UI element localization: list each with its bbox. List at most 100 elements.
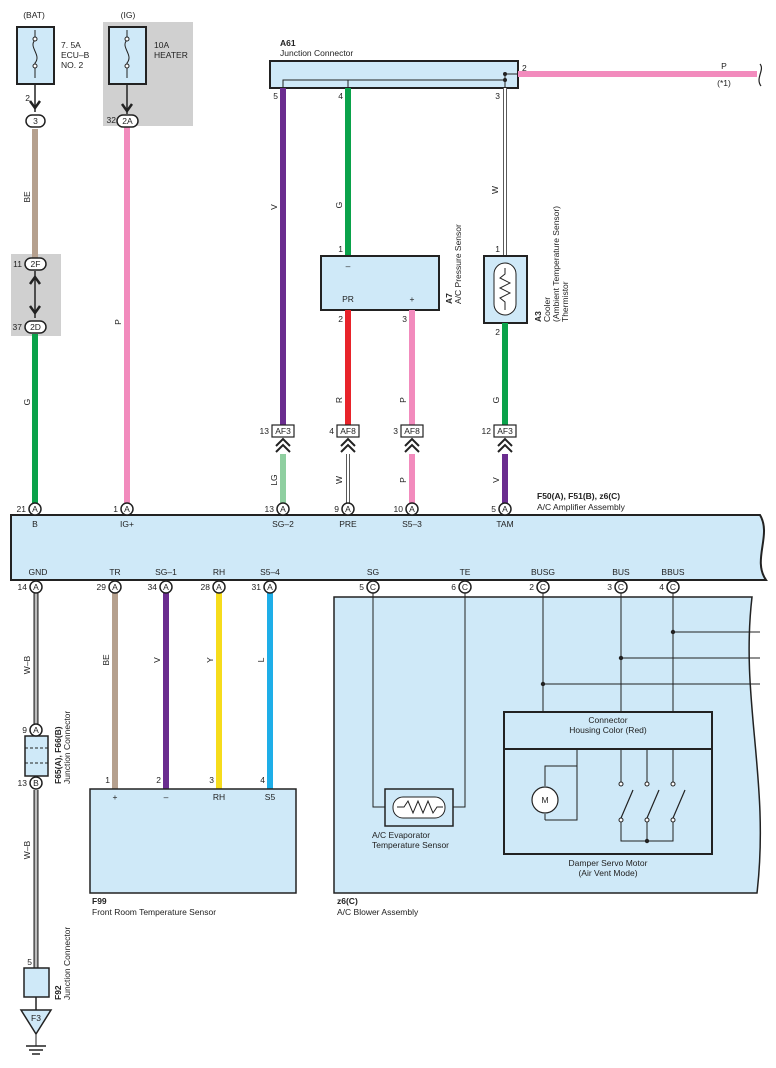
amp-bconn-c-5: C [670, 582, 676, 592]
f65-pin13: 13 [18, 778, 28, 788]
f92-pin5: 5 [27, 957, 32, 967]
a3-name2: (Ambient Temperature Sensor) [551, 206, 561, 322]
a61-name: Junction Connector [280, 48, 353, 58]
wire-label-wb-2: W–B [22, 840, 32, 859]
servo-label2: (Air Vent Mode) [578, 868, 637, 878]
ground-f3-label: F3 [31, 1013, 41, 1023]
a61-junction-box [269, 60, 519, 89]
amp-bconn-a-3: A [163, 582, 169, 592]
connector-2f [24, 257, 47, 271]
amp-bpin-6: 6 [451, 582, 456, 592]
wire-label-p-s53: P [398, 477, 408, 483]
chevron-4 [28, 305, 42, 316]
amp-bconn-c-3: C [540, 582, 546, 592]
amp-term-s53: S5–3 [402, 519, 422, 529]
amp-bconn-a-2: A [112, 582, 118, 592]
wire-label-p-out: P [721, 61, 727, 71]
amp-term-pre: PRE [339, 519, 357, 529]
wire-te-evap [453, 593, 466, 808]
fuse1-name2: NO. 2 [61, 60, 83, 70]
damper-servo-box [503, 711, 713, 855]
f99-pin4: 4 [260, 775, 265, 785]
evap-label1: A/C Evaporator [372, 830, 430, 840]
amp-top-pin-1: 1 [113, 504, 118, 514]
ground-icon [26, 1045, 46, 1055]
wire-label-wb-1: W–B [22, 655, 32, 674]
amp-bconn-a-5: A [267, 582, 273, 592]
amp-term-te: TE [460, 567, 471, 577]
f99-id: F99 [92, 896, 107, 906]
chevron-3 [28, 274, 42, 285]
amp-bconn-a-1: A [33, 582, 39, 592]
wire-sg-evap [372, 593, 385, 808]
fuse1-rating: 7. 5A [61, 40, 81, 50]
wire-label-y: Y [205, 657, 215, 663]
amp-bpin-5: 5 [359, 582, 364, 592]
amp-bpin-31: 31 [252, 582, 262, 592]
amplifier-assembly [10, 514, 768, 581]
servo-internals [544, 749, 686, 844]
a61-pin4: 4 [338, 91, 343, 101]
amp-term-tam: TAM [496, 519, 513, 529]
chevron-1 [28, 100, 42, 111]
amp-term-s54: S5–4 [260, 567, 280, 577]
a7-term-minus: – [346, 261, 351, 271]
ground-f3-triangle [19, 1009, 53, 1036]
fuse1-name: ECU–B [61, 50, 90, 60]
conn-label1: Connector [588, 715, 627, 725]
connector-2d [24, 320, 47, 334]
amp-bpin-2: 2 [529, 582, 534, 592]
amp-top-pin-13: 13 [265, 504, 275, 514]
z6-name: A/C Blower Assembly [337, 907, 419, 917]
wire-label-v-sg1: V [152, 657, 162, 663]
amp-top-pin-10: 10 [394, 504, 404, 514]
amp-term-sg2: SG–2 [272, 519, 294, 529]
a7-pin1: 1 [338, 244, 343, 254]
amp-term-busg: BUSG [531, 567, 555, 577]
a61-pin3: 3 [495, 91, 500, 101]
servo-label1: Damper Servo Motor [569, 858, 648, 868]
motor-symbol: M [541, 795, 548, 805]
f65-conn-a-label: A [33, 725, 39, 735]
amp-term-b: B [32, 519, 38, 529]
amp-bottom-pins [29, 580, 680, 594]
a7-id: A7 [444, 293, 454, 304]
f99-pin1: 1 [105, 775, 110, 785]
a3-name3: Thermistor [560, 281, 570, 322]
wire-label-lg: LG [269, 474, 279, 485]
wire-label-v-tam: V [491, 477, 501, 483]
evaporator-thermistor-symbol [392, 796, 446, 819]
connector-2a [116, 114, 139, 128]
f99-term-plus: + [113, 792, 118, 802]
amp-conn-a-1: A [32, 504, 38, 514]
wire-break-mark [758, 63, 763, 87]
amp-bpin-4: 4 [659, 582, 664, 592]
wire-label-be: BE [22, 191, 32, 203]
amp-bpin-3: 3 [607, 582, 612, 592]
f65-junction-box [24, 735, 49, 777]
connector-3-label: 3 [33, 116, 38, 126]
a7-name: A/C Pressure Sensor [453, 224, 463, 304]
resistor-zigzag [498, 268, 512, 310]
amp-bpin-34: 34 [148, 582, 158, 592]
af8-label-2: AF8 [404, 426, 420, 436]
fuse2-rating: 10A [154, 40, 169, 50]
wire-label-w-pre: W [334, 476, 344, 484]
thermistor-symbol [493, 262, 517, 316]
amp-top-pin-21: 21 [17, 504, 27, 514]
f65-conn-a [29, 723, 43, 737]
a3-pin2: 2 [495, 327, 500, 337]
wire-label-p-ig: P [113, 319, 123, 325]
amp-bconn-c-1: C [370, 582, 376, 592]
amp-term-sg: SG [367, 567, 379, 577]
amp-conn-a-6: A [502, 504, 508, 514]
a61-pin5: 5 [273, 91, 278, 101]
amp-conn-a-5: A [409, 504, 415, 514]
amp-term-ig: IG+ [120, 519, 134, 529]
amp-bpin-29: 29 [97, 582, 107, 592]
f92-name: Junction Connector [62, 927, 72, 1000]
f99-pin3: 3 [209, 775, 214, 785]
f92-id: F92 [53, 985, 63, 1000]
af-pin-13: 13 [260, 426, 270, 436]
wire-label-g-left: G [22, 399, 32, 406]
